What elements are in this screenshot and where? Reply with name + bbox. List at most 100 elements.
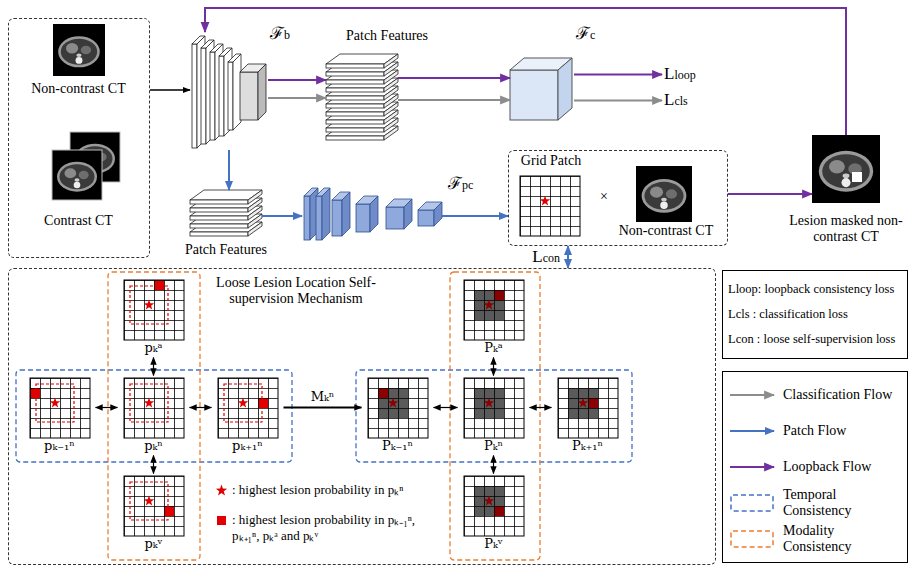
flow-arrow: [398, 99, 510, 101]
probability-grid: [124, 476, 184, 536]
loss-term: Lcls: [662, 90, 690, 111]
flow-arrow: [728, 193, 812, 195]
probability-grid: pₖ₊₁ⁿ: [212, 376, 284, 456]
patch-classifier-layers: [342, 192, 350, 236]
legend-dashed-box: [731, 531, 773, 547]
probability-grid: [368, 378, 428, 438]
probability-grid: [558, 378, 618, 438]
probability-grid: [130, 286, 168, 324]
probability-grid: [484, 496, 494, 506]
patch-classifier: ℱpc: [302, 186, 442, 242]
node-label: pₖ₊₁ⁿ: [212, 438, 284, 454]
probability-grid: [124, 280, 184, 340]
probability-grid: Pₖ₊₁ⁿ: [552, 376, 624, 456]
probability-grid: [464, 280, 524, 340]
input-group: Non-contrast CTContrast CT: [8, 18, 150, 258]
grid-patch: [520, 176, 580, 236]
backbone-layers: [201, 48, 206, 144]
legend-entry: Lcon : loose self-supervision loss: [728, 327, 902, 352]
flow-arrow: [442, 215, 508, 217]
node-label: Non-contrast CT: [607, 223, 725, 239]
probability-grid: [124, 378, 184, 438]
flow-arrow: [493, 456, 494, 474]
ct-image: Lesion masked non-contrast CT: [812, 135, 880, 203]
flow-arrow: [153, 358, 154, 376]
backbone-layers: [197, 36, 205, 148]
probability-grid: [124, 280, 184, 340]
flow-arrow: [150, 89, 190, 91]
probability-grid: [30, 378, 90, 438]
modality-consistency-box: [108, 272, 540, 560]
classifier-cube: ℱc: [510, 56, 574, 122]
probability-grid: [464, 476, 524, 536]
probability-grid: [144, 398, 154, 408]
node-label: Patch Features: [176, 242, 276, 258]
backbone-layers: [240, 72, 258, 120]
backbone-layers: [215, 44, 223, 140]
ct-scan: [52, 150, 102, 200]
edge-label: Lcon: [530, 247, 562, 268]
edge-label: Mₖⁿ: [309, 389, 337, 404]
probability-grid: [368, 378, 428, 438]
legend-text: Temporal Consistency: [783, 487, 903, 519]
patch-classifier-layers: [304, 188, 442, 240]
note-symbol: [216, 485, 227, 496]
node-label: Lloop: [664, 64, 696, 85]
patch-classifier-layers: [356, 204, 370, 232]
probability-grid: [484, 300, 494, 310]
ct-scan: [53, 24, 105, 76]
temporal-consistency-box: [356, 370, 632, 462]
node-label: Lesion masked non-contrast CT: [788, 213, 904, 245]
patch-classifier-layers: [404, 199, 412, 229]
patch-classifier-layers: [316, 196, 322, 240]
note-symbol: [216, 485, 227, 525]
ct-scan: [636, 166, 692, 222]
probability-grid: [130, 384, 168, 422]
flow-arrow: [398, 77, 510, 79]
probability-grid: [124, 280, 184, 340]
flow-arrow: [268, 97, 326, 99]
flow-arrow: [493, 358, 494, 376]
legend-text: Lcls : classification loss: [728, 302, 902, 327]
node-label: Contrast CT: [9, 213, 148, 229]
flow-arrow: [530, 407, 552, 408]
flow-arrow: [153, 456, 154, 474]
probability-grid: [30, 378, 90, 438]
probability-grid: [124, 378, 184, 438]
classifier-cube: [510, 58, 572, 120]
probability-grid: [484, 398, 494, 408]
legend-text: Patch Flow: [783, 423, 846, 439]
node-label: Loose Lesion Location Self-supervision M…: [203, 275, 389, 307]
probability-grid: [218, 378, 278, 438]
node-label: ℱb: [270, 24, 310, 45]
probability-grid: [30, 378, 90, 438]
probability-grid: [464, 378, 524, 438]
note-text: : highest lesion probability in pₖⁿ: [232, 482, 444, 498]
temporal-consistency-box: [16, 370, 292, 462]
probability-grid: Pₖᵃ: [458, 278, 530, 358]
patch-feature-sheets: [326, 54, 398, 68]
probability-grid: [368, 378, 428, 438]
flow-arrow: [96, 407, 118, 408]
node-label: Pₖ₋₁ⁿ: [362, 438, 434, 454]
ct-scan: [52, 150, 102, 200]
probability-grid: [30, 280, 618, 536]
flow-arrow: [268, 79, 326, 81]
node-label: pₖᵃ: [118, 340, 190, 356]
flow-arrow: [574, 74, 662, 76]
loss-term: Lloop: [662, 64, 698, 85]
legend-sample: [727, 492, 777, 514]
probability-grid: [464, 476, 524, 536]
legend-text: Classification Flow: [783, 387, 892, 403]
legend-entry: Temporal Consistency: [727, 485, 903, 521]
probability-grid: [224, 384, 262, 422]
node-label: pₖⁿ: [118, 438, 190, 454]
probability-grid: [464, 476, 524, 536]
flow-arrow: [567, 246, 569, 268]
node-label: Grid Patch: [511, 153, 591, 169]
note-text: : highest lesion probability in pₖ₋₁ⁿ, p…: [232, 512, 444, 544]
legend-box: Classification FlowPatch FlowLoopback Fl…: [722, 371, 908, 563]
legend-sample: [727, 420, 777, 442]
node-label: Lcls: [664, 90, 688, 111]
node-label: Pₖ₊₁ⁿ: [552, 438, 624, 454]
